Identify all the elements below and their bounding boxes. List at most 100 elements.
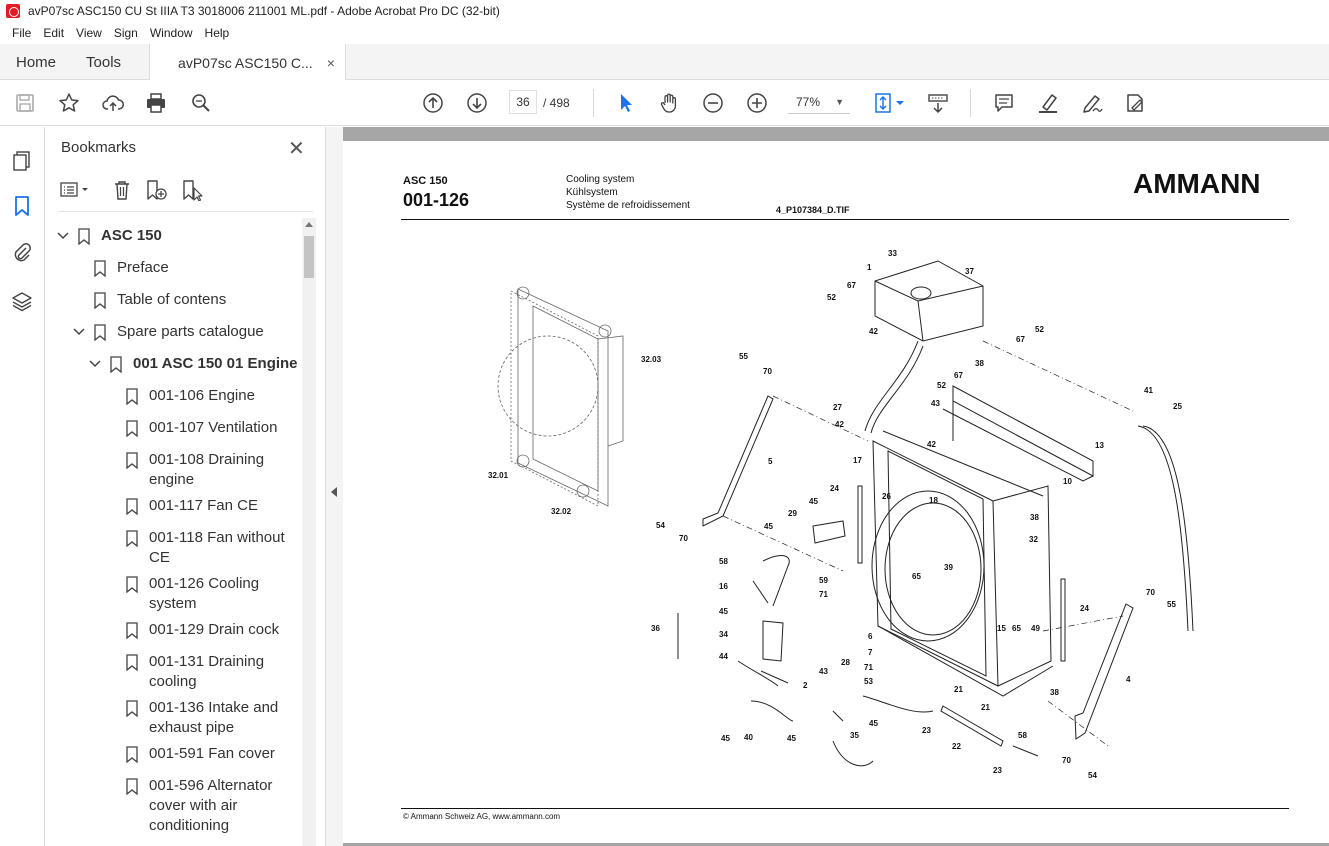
tab-bar: Home Tools avP07sc ASC150 C... × xyxy=(0,44,1329,81)
fit-page-dropdown-icon[interactable] xyxy=(895,91,905,115)
zoom-in-icon[interactable] xyxy=(745,91,769,115)
callout: 38 xyxy=(1030,513,1039,522)
collapse-arrow-icon[interactable] xyxy=(331,487,337,497)
page-number-input[interactable]: 36 xyxy=(509,90,537,114)
close-icon[interactable]: ✕ xyxy=(288,138,305,160)
hand-icon[interactable] xyxy=(657,91,681,115)
tab-close-icon[interactable]: × xyxy=(326,54,335,71)
comment-icon[interactable] xyxy=(992,91,1016,115)
menu-file[interactable]: File xyxy=(12,26,32,40)
bookmark-label-line2: cover with air xyxy=(149,797,238,814)
sign-icon[interactable] xyxy=(1080,91,1104,115)
callout: 29 xyxy=(788,509,797,518)
bookmark-icon xyxy=(126,576,138,593)
callout: 59 xyxy=(819,576,828,585)
document-viewer[interactable]: ASC 150 001-126 Cooling system Kühlsyste… xyxy=(343,127,1329,846)
callout: 32.03 xyxy=(641,355,662,364)
title-bar: avP07sc ASC150 CU St IIIA T3 3018006 211… xyxy=(0,0,1329,22)
new-bookmark-icon[interactable] xyxy=(145,179,167,201)
tab-document[interactable]: avP07sc ASC150 C... × xyxy=(149,44,346,81)
toolbar-separator xyxy=(970,89,971,117)
callout: 52 xyxy=(1035,325,1044,334)
bookmarks-tree: ASC 150 Preface Table of contens Spare p… xyxy=(46,221,304,846)
menu-sign[interactable]: Sign xyxy=(113,26,138,40)
callout: 53 xyxy=(864,677,873,686)
bookmarks-panel-icon[interactable] xyxy=(10,194,34,218)
callout: 21 xyxy=(954,685,963,694)
toolbar xyxy=(0,80,1329,126)
callout: 70 xyxy=(1146,588,1155,597)
delete-bookmark-icon[interactable] xyxy=(111,179,133,201)
bookmark-icon xyxy=(126,700,138,717)
callout: 65 xyxy=(912,572,921,581)
chevron-down-icon[interactable] xyxy=(56,229,70,243)
callout: 70 xyxy=(763,367,772,376)
menu-view[interactable]: View xyxy=(76,26,102,40)
callout: 49 xyxy=(1031,624,1040,633)
menu-help[interactable]: Help xyxy=(204,26,230,40)
bookmark-options-icon[interactable] xyxy=(60,179,92,201)
callout: 44 xyxy=(719,652,728,661)
attachments-icon[interactable] xyxy=(10,240,34,264)
chevron-down-icon[interactable] xyxy=(88,357,102,371)
print-icon[interactable] xyxy=(144,91,168,115)
next-page-icon[interactable] xyxy=(465,91,489,115)
scroll-mode-icon[interactable] xyxy=(926,91,950,115)
callout: 26 xyxy=(882,492,891,501)
bookmark-label: 001-591 Fan cover xyxy=(149,745,275,762)
bookmark-star-icon[interactable] xyxy=(57,91,81,115)
callout: 1 xyxy=(867,263,872,272)
zoom-out-icon[interactable] xyxy=(701,91,725,115)
header-rule xyxy=(401,219,1289,220)
bookmark-icon xyxy=(126,452,138,469)
page-code: 001-126 xyxy=(403,190,470,210)
tab-tools[interactable]: Tools xyxy=(86,53,122,71)
callout: 67 xyxy=(847,281,856,290)
tab-home[interactable]: Home xyxy=(16,53,57,71)
fit-page-icon[interactable] xyxy=(871,91,895,115)
bookmark-label-line3: conditioning xyxy=(149,817,230,834)
select-cursor-icon[interactable] xyxy=(614,91,638,115)
find-icon[interactable] xyxy=(189,91,213,115)
bookmarks-scrollbar[interactable] xyxy=(302,218,316,846)
bookmark-label: 001 ASC 150 01 Engine xyxy=(133,355,298,372)
layers-icon[interactable] xyxy=(10,289,34,313)
page-thumbnails-icon[interactable] xyxy=(10,148,34,172)
acrobat-app-icon xyxy=(6,4,20,18)
upload-cloud-icon[interactable] xyxy=(101,91,125,115)
bookmark-properties-icon[interactable] xyxy=(181,179,203,202)
callout: 70 xyxy=(1062,756,1071,765)
callout: 17 xyxy=(853,456,862,465)
callout: 36 xyxy=(651,624,660,633)
bookmark-label: 001-118 Fan without xyxy=(149,529,285,546)
prev-page-icon[interactable] xyxy=(421,91,445,115)
zoom-select[interactable]: 77% ▼ xyxy=(788,90,850,114)
page-subtitle-en: Cooling system xyxy=(566,174,635,185)
footer-rule xyxy=(401,808,1289,809)
divider xyxy=(58,211,313,212)
callout: 55 xyxy=(1167,600,1176,609)
callout: 16 xyxy=(719,582,728,591)
highlight-icon[interactable] xyxy=(1036,91,1060,115)
chevron-down-icon[interactable] xyxy=(72,325,86,339)
callout: 43 xyxy=(931,399,940,408)
callout-numbers: 1 33 37 52 67 42 52 67 38 67 43 52 55 70… xyxy=(488,249,1182,780)
bookmark-label: 001-107 Ventilation xyxy=(149,419,278,436)
bookmark-label: 001-131 Draining xyxy=(149,653,265,670)
callout: 58 xyxy=(1018,731,1027,740)
callout: 43 xyxy=(819,667,828,676)
scrollbar-thumb[interactable] xyxy=(304,236,314,278)
fill-sign-icon[interactable] xyxy=(1123,91,1147,115)
bookmark-label-line2: exhaust pipe xyxy=(149,719,235,736)
scroll-up-icon[interactable] xyxy=(305,222,313,227)
callout: 2 xyxy=(803,681,808,690)
bookmarks-panel: Bookmarks ✕ ASC 150 Preface Table of con… xyxy=(46,127,326,846)
bookmark-label: 001-126 Cooling xyxy=(149,575,260,592)
save-icon[interactable] xyxy=(13,91,37,115)
callout: 21 xyxy=(981,703,990,712)
menu-window[interactable]: Window xyxy=(149,26,193,40)
collapse-panel-strip[interactable] xyxy=(326,127,343,846)
page-subtitle-de: Kühlsystem xyxy=(566,187,618,198)
callout: 23 xyxy=(922,726,931,735)
menu-edit[interactable]: Edit xyxy=(43,26,65,40)
